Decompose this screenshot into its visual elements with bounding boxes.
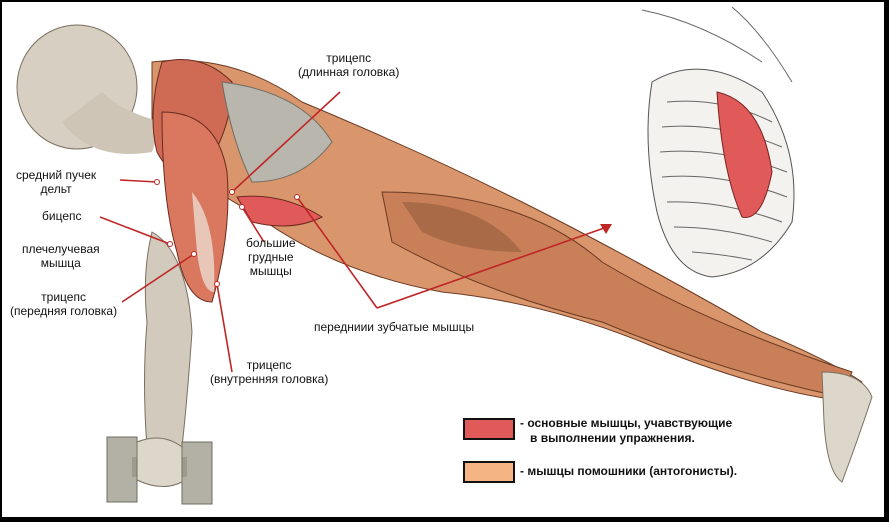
label-pectoralis: большие грудные мышцы — [246, 236, 296, 278]
ribcage-inset — [641, 6, 795, 278]
label-deltoid-middle: средний пучек дельт — [16, 168, 97, 196]
pointer-lines — [99, 91, 608, 373]
legend-swatch-helper — [463, 461, 515, 483]
label-triceps-front: трицепс (передняя головка) — [10, 290, 118, 318]
label-serratus: передниии зубчатые мышцы — [314, 320, 475, 334]
dumbbell-right-plate — [181, 441, 213, 505]
serratus-highlight — [716, 91, 773, 218]
legend-text-helper: - мышцы помошники (антогонисты). — [520, 464, 738, 478]
label-triceps-long: трицепс (длинная головка) — [298, 51, 400, 79]
anatomy-illustration — [16, 6, 873, 505]
label-biceps: бицепс — [42, 209, 82, 223]
label-triceps-inner: трицепс (внутренняя головка) — [210, 358, 329, 386]
diagram-canvas: трицепс (длинная головка) средний пучек … — [2, 2, 884, 517]
legend-swatch-primary — [463, 418, 515, 440]
arrow-head — [600, 224, 612, 234]
legend-text-primary: - основные мышцы, учавствующие в выполне… — [520, 416, 733, 445]
foot — [821, 371, 873, 483]
label-brachioradialis: плечелучевая мышца — [22, 242, 100, 270]
